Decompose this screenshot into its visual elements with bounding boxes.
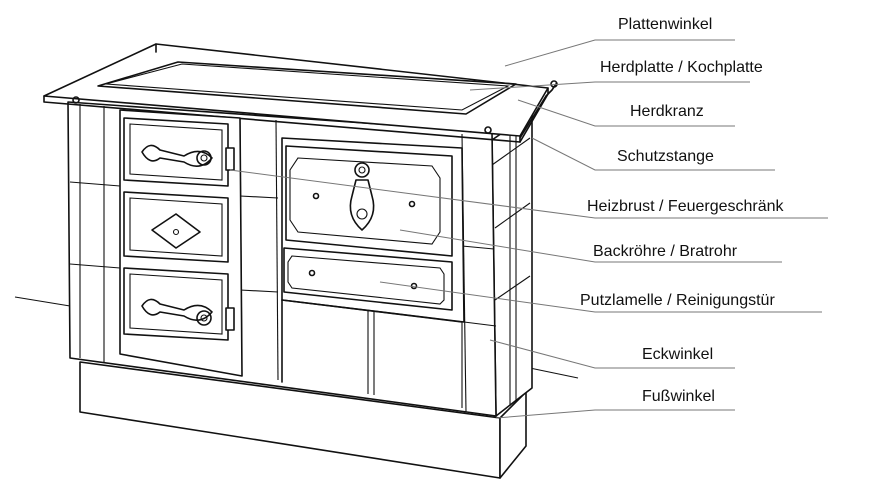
label-backroehre: Backröhre / Bratrohr xyxy=(593,243,738,260)
label-herdkranz: Herdkranz xyxy=(630,103,704,120)
cleaning-door xyxy=(283,247,453,311)
top-plate xyxy=(43,43,558,143)
side-wall xyxy=(491,111,533,417)
label-fusswinkel: Fußwinkel xyxy=(642,388,715,405)
leader-lines xyxy=(229,39,828,419)
base-plinth xyxy=(79,361,527,479)
label-herdplatte: Herdplatte / Kochplatte xyxy=(600,59,763,76)
label-heizbrust: Heizbrust / Feuergeschränk xyxy=(587,198,784,215)
label-putzlamelle: Putzlamelle / Reinigungstür xyxy=(580,292,775,309)
lower-panels xyxy=(281,299,463,408)
left-doors xyxy=(119,109,243,377)
label-eckwinkel: Eckwinkel xyxy=(642,346,714,363)
label-schutzstange: Schutzstange xyxy=(617,148,714,165)
label-plattenwinkel: Plattenwinkel xyxy=(618,16,713,33)
floor-lines xyxy=(14,296,579,379)
